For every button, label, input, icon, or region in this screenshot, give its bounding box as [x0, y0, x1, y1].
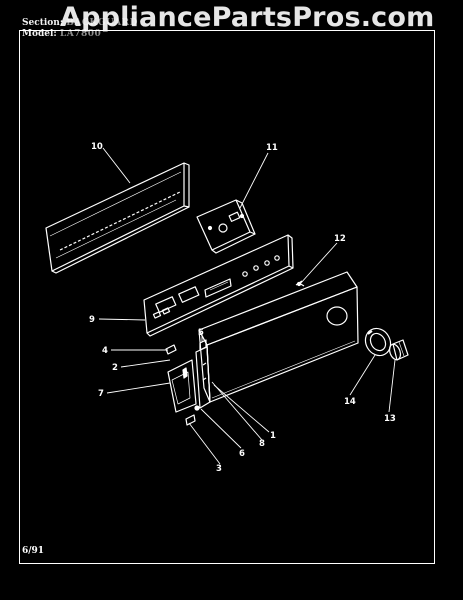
callout-6: 6: [239, 449, 245, 459]
revision-date: 6/91: [22, 546, 45, 556]
callout-14: 14: [344, 397, 356, 407]
callout-11: 11: [266, 143, 278, 153]
model-header: Model: LA7800: [22, 29, 101, 39]
watermark-text: AppliancePartsPros.com: [60, 2, 435, 33]
callout-8: 8: [259, 439, 265, 449]
part-1-console: [198, 271, 359, 403]
part-12-screw: [295, 280, 305, 287]
part-13-knob: [388, 339, 409, 361]
model-value: LA7800: [59, 29, 102, 39]
callout-7: 7: [98, 389, 104, 399]
part-7-end-cap: [167, 359, 197, 413]
part-14-dial-ring: [364, 327, 392, 357]
section-value: BACKGUARD: [66, 18, 138, 28]
callout-9: 9: [89, 315, 95, 325]
part-4-clip: [165, 344, 177, 355]
callout-4: 4: [102, 346, 108, 356]
diagram-frame: [19, 30, 435, 564]
section-header: Section: BACKGUARD: [22, 18, 138, 28]
leader-lines: [98, 147, 396, 465]
callout-2: 2: [112, 363, 118, 373]
callout-5: 5: [198, 328, 204, 338]
callout-13: 13: [384, 414, 396, 424]
part-8-bracket: [195, 346, 211, 409]
callout-labels: 10 11 12 9 5 4 2 7 1 8 6 3 14 13: [89, 142, 396, 474]
part-10-panel: [45, 162, 190, 274]
callout-1: 1: [270, 431, 276, 441]
section-label: Section:: [22, 18, 64, 28]
callout-10: 10: [91, 142, 103, 152]
part-11-control-module: [196, 199, 256, 254]
part-3-screw: [185, 414, 196, 426]
callout-3: 3: [216, 464, 222, 474]
model-label: Model:: [22, 29, 57, 39]
callout-12: 12: [334, 234, 346, 244]
part-9-control-panel: [143, 234, 294, 337]
part-6-screw: [194, 405, 200, 411]
